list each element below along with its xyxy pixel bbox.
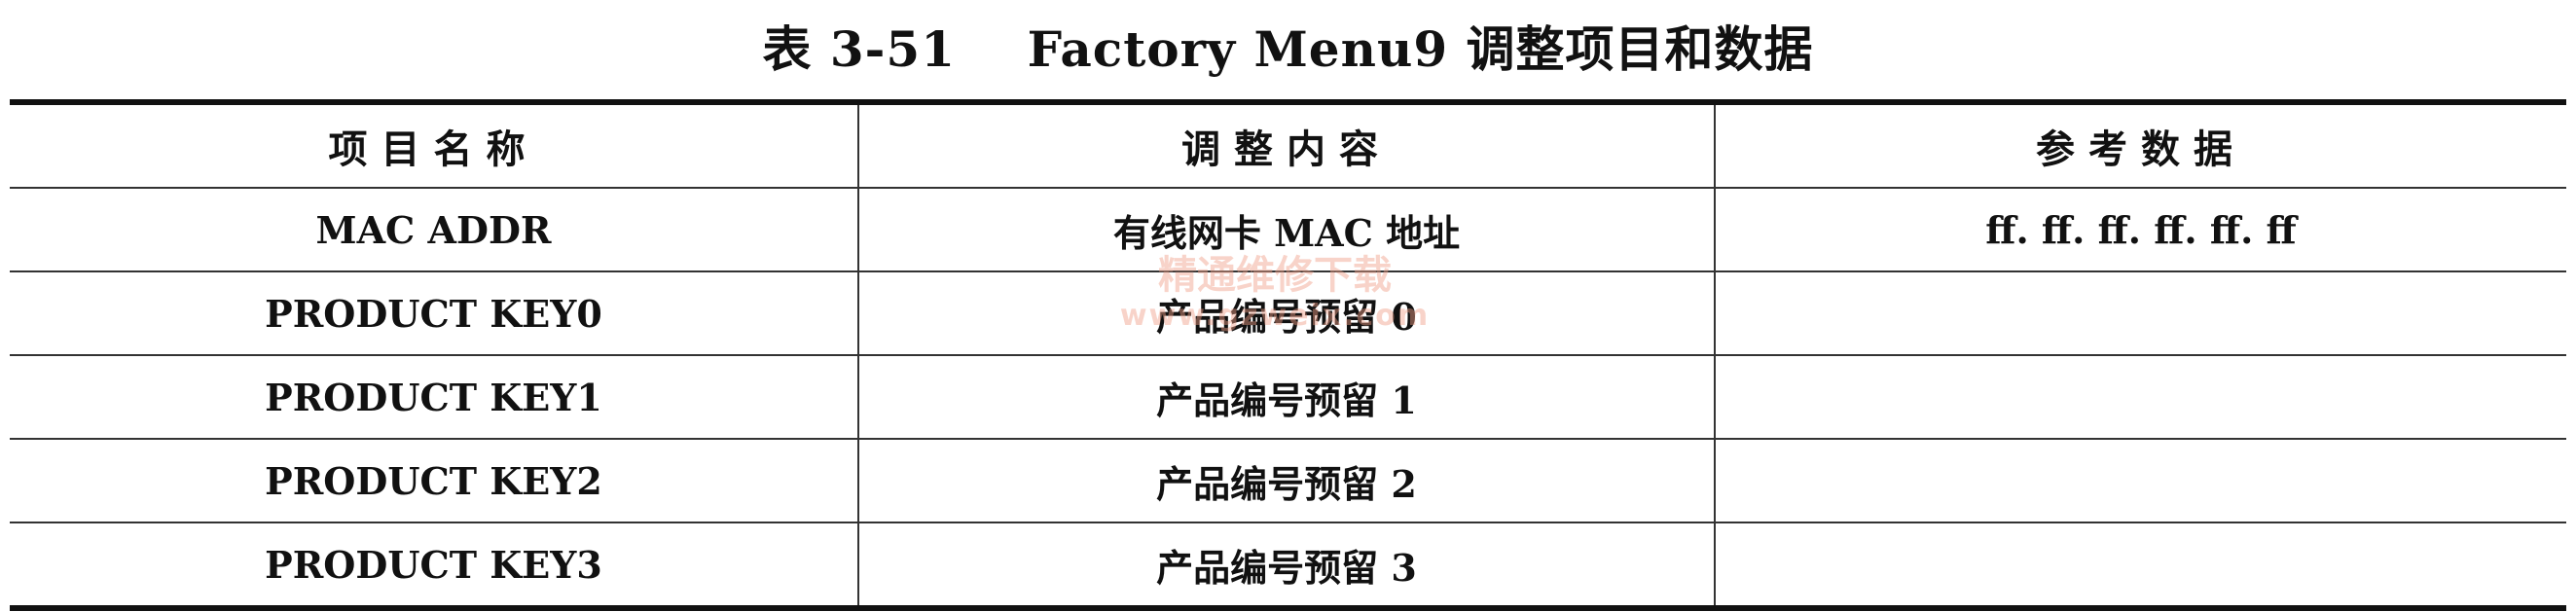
adjustment-content-cell: 产品编号预留 0 bbox=[857, 270, 1715, 355]
item-name-cell: PRODUCT KEY0 bbox=[10, 270, 858, 355]
column-header-adjustment-content: 调整内容 bbox=[857, 102, 1715, 188]
table-row: MAC ADDR 有线网卡 MAC 地址 ff. ff. ff. ff. ff.… bbox=[10, 187, 2566, 271]
item-name-cell: PRODUCT KEY1 bbox=[10, 354, 858, 439]
adjustment-content-cell: 产品编号预留 1 bbox=[857, 354, 1715, 439]
reference-data-cell bbox=[1714, 354, 2566, 439]
adjustment-content-cell: 产品编号预留 2 bbox=[857, 438, 1715, 522]
item-name-cell: PRODUCT KEY3 bbox=[10, 522, 858, 608]
table-row: PRODUCT KEY3 产品编号预留 3 bbox=[10, 522, 2566, 608]
reference-data-cell: ff. ff. ff. ff. ff. ff bbox=[1714, 187, 2566, 271]
item-name-cell: MAC ADDR bbox=[10, 187, 858, 271]
table-row: PRODUCT KEY0 产品编号预留 0 bbox=[10, 270, 2566, 355]
reference-data-cell bbox=[1714, 522, 2566, 608]
adjustment-content-cell: 有线网卡 MAC 地址 bbox=[857, 187, 1715, 271]
table-row: PRODUCT KEY1 产品编号预留 1 bbox=[10, 354, 2566, 439]
reference-data-cell bbox=[1714, 438, 2566, 522]
item-name-cell: PRODUCT KEY2 bbox=[10, 438, 858, 522]
column-header-reference-data: 参考数据 bbox=[1714, 102, 2566, 188]
reference-data-cell bbox=[1714, 270, 2566, 355]
table-header-row: 项目名称 调整内容 参考数据 bbox=[10, 102, 2566, 188]
table-caption: 表 3-51 Factory Menu9 调整项目和数据 bbox=[762, 20, 1814, 78]
column-header-item-name: 项目名称 bbox=[328, 126, 539, 172]
adjustment-content-cell: 产品编号预留 3 bbox=[857, 522, 1715, 608]
adjustment-table: 项目名称 调整内容 参考数据 MAC ADDR 有线网卡 MAC 地址 ff. … bbox=[10, 99, 2566, 611]
table-row: PRODUCT KEY2 产品编号预留 2 bbox=[10, 438, 2566, 522]
